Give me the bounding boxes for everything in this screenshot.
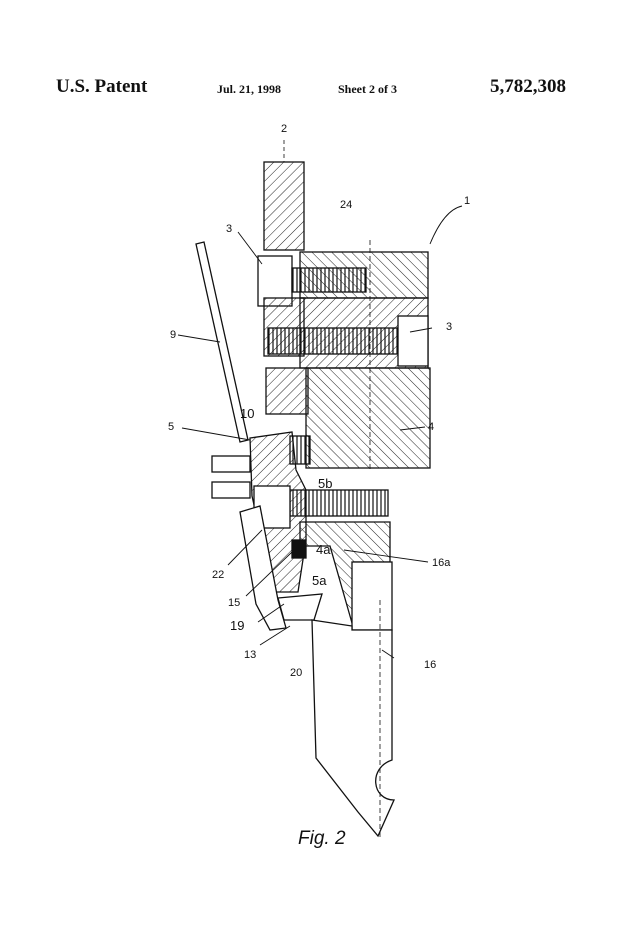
label-13: 13 [244, 649, 256, 661]
label-24: 24 [340, 199, 352, 211]
part-19-pin [277, 593, 323, 621]
patent-header-title: U.S. Patent [56, 76, 148, 97]
part-2-plate [263, 161, 305, 251]
label-5b: 5b [318, 476, 332, 491]
screw-3-lower-head [397, 315, 429, 367]
part-4-block [305, 367, 431, 469]
label-20: 20 [290, 667, 302, 679]
label-9: 9 [170, 329, 176, 341]
label-19: 19 [230, 618, 244, 633]
label-15: 15 [228, 597, 240, 609]
patent-date: Jul. 21, 1998 [217, 82, 282, 96]
label-2: 2 [281, 123, 287, 135]
label-22: 22 [212, 569, 224, 581]
patent-number: 5,782,308 [490, 76, 566, 97]
figure-caption: Fig. 2 [298, 828, 346, 849]
screw-3-lower-thread [267, 327, 399, 355]
label-3a: 3 [226, 223, 232, 235]
screw-3-upper-thread [291, 267, 367, 293]
label-5a: 5a [312, 573, 327, 588]
label-16: 16 [424, 659, 436, 671]
label-16a: 16a [432, 557, 451, 569]
label-3b: 3 [446, 321, 452, 333]
spring-15 [291, 539, 307, 559]
label-5: 5 [168, 421, 174, 433]
part-22-clamp [239, 505, 287, 631]
part-16-tool [311, 619, 395, 838]
sheet-indicator: Sheet 2 of 3 [338, 82, 397, 96]
screw-5b-thread [289, 489, 389, 517]
label-10: 10 [240, 406, 254, 421]
label-4: 4 [428, 421, 434, 433]
label-4a: 4a [316, 542, 331, 557]
label-1: 1 [464, 195, 470, 207]
